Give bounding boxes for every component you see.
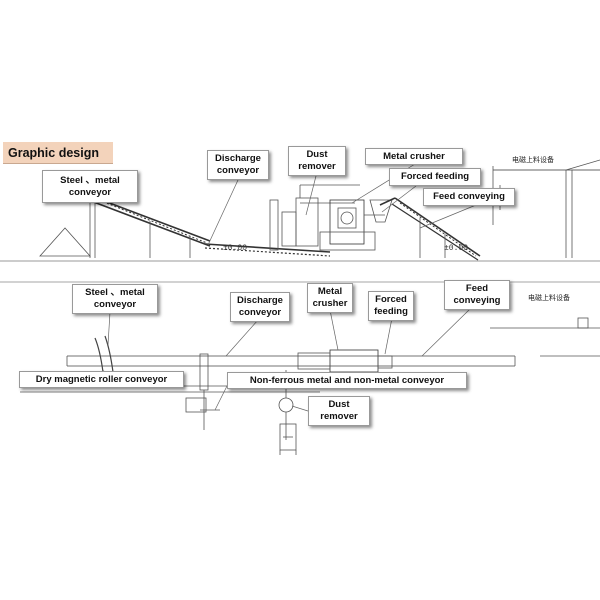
dust-remover-drawing — [269, 184, 360, 251]
feed-hopper — [39, 227, 91, 257]
callout-non-ferrous-conveyor: Non-ferrous metal and non-metal conveyor — [227, 372, 467, 389]
electromagnetic-loading-label-plan: 电磁上料设备 — [528, 294, 570, 302]
discharge-conveyor-drawing — [204, 243, 331, 257]
forced-feeding-drawing — [369, 199, 393, 223]
callout-feed-conveying-elevation: Feed conveying — [423, 188, 515, 206]
callout-dust-remover-plan: Dust remover — [308, 396, 370, 426]
ground-level-mark-left: ±0.00 — [223, 244, 248, 253]
metal-crusher-drawing — [319, 199, 385, 251]
callout-metal-crusher-plan: Metal crusher — [307, 283, 353, 313]
callout-forced-feeding-elevation: Forced feeding — [389, 168, 481, 186]
callout-dry-magnetic-roller-conveyor: Dry magnetic roller conveyor — [19, 371, 184, 388]
ground-level-mark-right: ±0.00 — [444, 244, 469, 253]
diagram-title: Graphic design — [3, 142, 113, 164]
callout-discharge-conveyor-elevation: Discharge conveyor — [207, 150, 269, 180]
feed-conveying-drawing — [379, 197, 481, 261]
electromagnetic-loading-equipment-drawing — [492, 159, 600, 258]
electromagnetic-loading-label-elevation: 电磁上料设备 — [512, 156, 554, 164]
callout-feed-conveying-plan: Feed conveying — [444, 280, 510, 310]
callout-metal-crusher-elevation: Metal crusher — [365, 148, 463, 165]
callout-dust-remover-elevation: Dust remover — [288, 146, 346, 176]
callout-steel-metal-conveyor-elevation: Steel 、metal conveyor — [42, 170, 138, 203]
callout-steel-metal-conveyor-plan: Steel 、metal conveyor — [72, 284, 158, 314]
callout-forced-feeding-plan: Forced feeding — [368, 291, 414, 321]
callout-discharge-conveyor-plan: Discharge conveyor — [230, 292, 290, 322]
